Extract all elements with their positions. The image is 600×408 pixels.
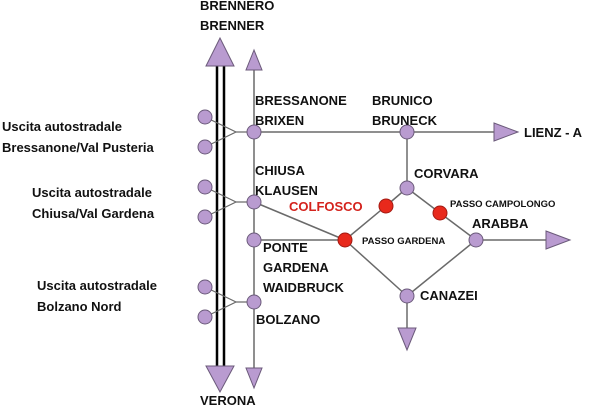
node-passo-gardena xyxy=(337,232,353,248)
label-colfosco: COLFOSCO xyxy=(289,199,363,214)
label-verona: VERONA xyxy=(200,393,256,408)
exit-node xyxy=(197,139,213,155)
exit-node xyxy=(197,109,213,125)
exit-label-line1: Uscita autostradale xyxy=(37,278,157,293)
node-passo-campolongo xyxy=(432,205,448,221)
highway-a22 xyxy=(205,36,235,394)
label-brunico: BRUNICO xyxy=(372,93,433,108)
node-chiusa xyxy=(246,194,262,210)
exit-node xyxy=(197,309,213,325)
node-ponte-gardena xyxy=(246,232,262,248)
exit-label-line1: Uscita autostradale xyxy=(2,119,122,134)
label-gardena: GARDENA xyxy=(263,260,329,275)
label-bressanone: BRESSANONE xyxy=(255,93,347,108)
label-brixen: BRIXEN xyxy=(255,113,304,128)
highway-north-arrow xyxy=(205,36,235,67)
node-arabba xyxy=(468,232,484,248)
exit-label-line2: Bressanone/Val Pusteria xyxy=(2,140,155,155)
node-colfosco xyxy=(378,198,394,214)
local-road-south-arrow xyxy=(245,367,263,390)
label-brennero: BRENNERO xyxy=(200,0,274,13)
highway-south-arrow xyxy=(205,365,235,394)
label-passo-campolongo: PASSO CAMPOLONGO xyxy=(450,199,555,210)
label-brenner: BRENNER xyxy=(200,18,265,33)
canazei-south-arrow xyxy=(397,327,417,352)
exit-label-line1: Uscita autostradale xyxy=(32,185,152,200)
node-bolzano xyxy=(246,294,262,310)
label-klausen: KLAUSEN xyxy=(255,183,318,198)
highlight-nodes xyxy=(337,198,448,248)
label-ponte: PONTE xyxy=(263,240,308,255)
lienz-arrow xyxy=(493,122,520,142)
node-bressanone xyxy=(246,124,262,140)
exit-node xyxy=(197,279,213,295)
node-corvara xyxy=(399,180,415,196)
exit-node xyxy=(197,209,213,225)
label-bolzano: BOLZANO xyxy=(256,312,320,327)
node-bruneck xyxy=(399,124,415,140)
label-chiusa: CHIUSA xyxy=(255,163,305,178)
exit-node xyxy=(197,179,213,195)
town-nodes xyxy=(246,124,484,310)
label-canazei: CANAZEI xyxy=(420,288,478,303)
exit-label-line2: Bolzano Nord xyxy=(37,299,122,314)
label-bruneck: BRUNECK xyxy=(372,113,438,128)
exit-label-line2: Chiusa/Val Gardena xyxy=(32,206,155,221)
local-road-north-arrow xyxy=(245,48,263,71)
label-passo-gardena: PASSO GARDENA xyxy=(362,236,445,247)
label-corvara: CORVARA xyxy=(414,166,479,181)
arabba-east-arrow xyxy=(545,230,572,250)
exit-nodes xyxy=(197,109,213,325)
label-lienz: LIENZ - A xyxy=(524,125,583,140)
label-arabba: ARABBA xyxy=(472,216,529,231)
node-canazei xyxy=(399,288,415,304)
label-waidbruck: WAIDBRUCK xyxy=(263,280,344,295)
local-road xyxy=(245,48,263,390)
